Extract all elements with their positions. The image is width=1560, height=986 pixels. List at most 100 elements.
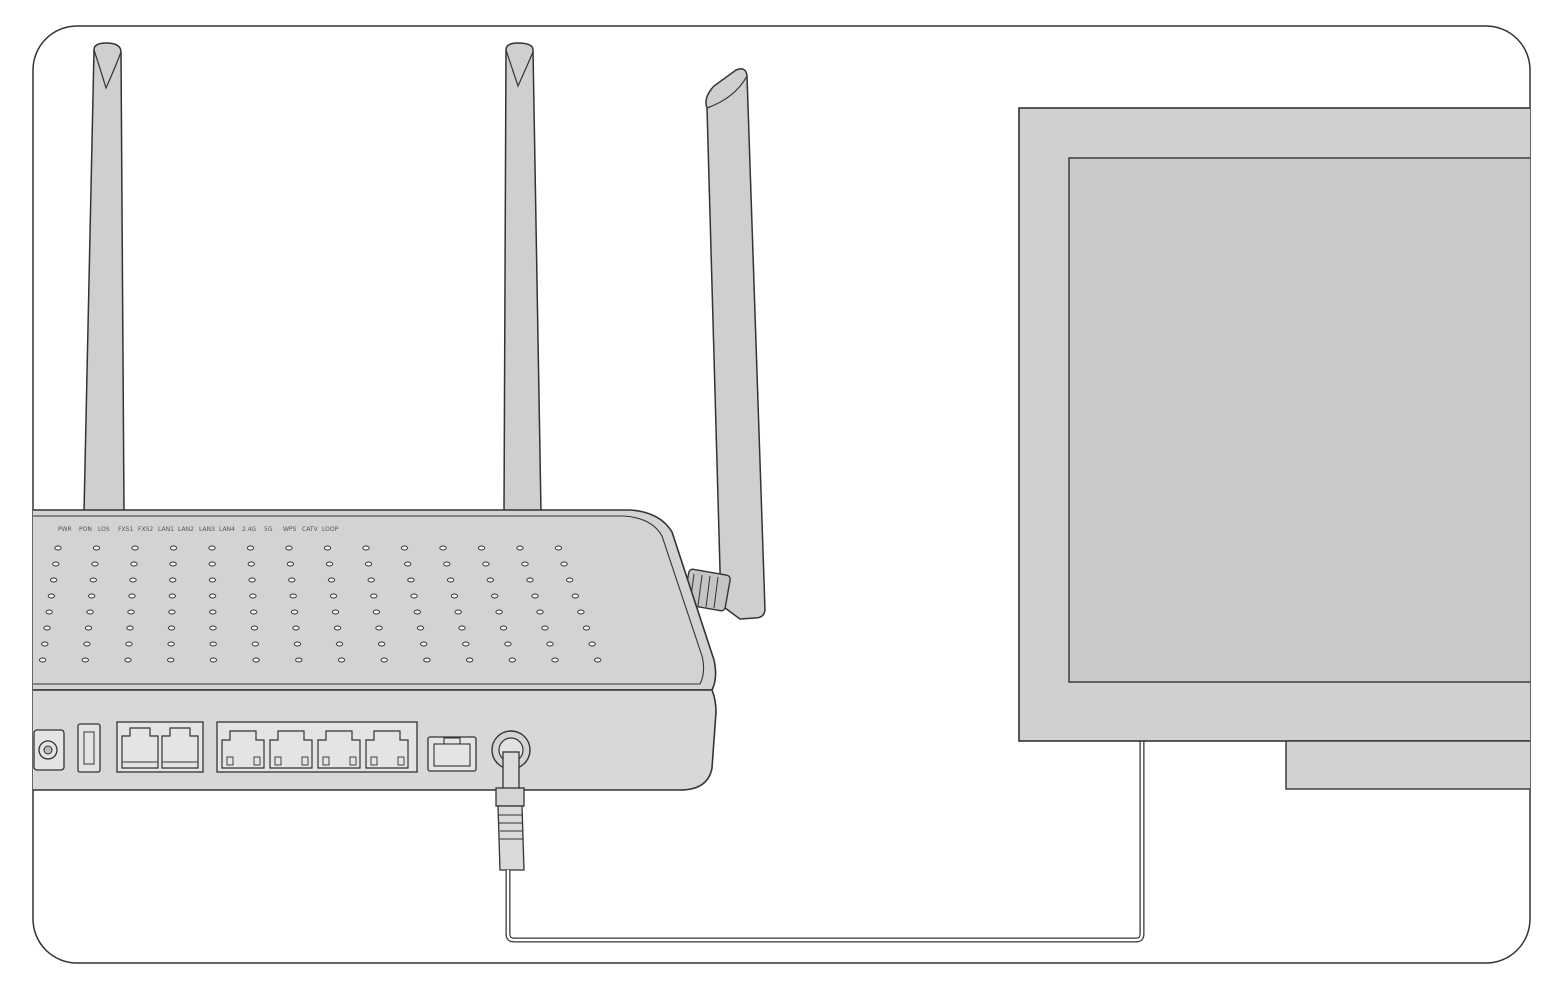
vent-hole [551,657,559,663]
vent-hole [288,577,296,583]
led-label: LAN3 [199,526,215,533]
vent-hole [404,561,412,567]
vent-hole [168,593,176,599]
led-label: FXS1 [118,526,133,533]
vent-hole [377,641,386,647]
vent-hole [169,577,177,583]
vent-hole [81,657,89,663]
vent-hole [285,545,293,551]
vent-hole [554,545,563,551]
vent-hole [167,641,175,647]
vent-hole [252,657,260,663]
vent-hole [43,625,51,631]
led-label: LAN4 [219,526,235,533]
vent-hole [129,577,137,583]
vent-hole [208,577,217,583]
vent-hole [125,641,133,647]
vent-hole [400,545,409,551]
vent-hole [482,561,490,567]
vent-hole [209,657,218,663]
vent-hole [89,577,97,583]
router: PWR PON LOS FXS1 FXS2 LAN1 LAN2 LAN3 LAN… [33,509,717,791]
vent-hole [362,545,370,551]
vent-hole [208,545,216,551]
vent-hole [370,593,378,599]
antenna-middle [503,42,542,513]
vent-hole [560,561,568,567]
vent-hole [52,561,60,567]
vent-hole [131,545,139,551]
vent-hole [246,545,255,551]
vent-hole [289,593,297,599]
vent-hole [124,657,132,663]
vent-hole [169,545,178,551]
vent-hole [516,545,524,551]
vent-hole [169,561,177,567]
vent-hole [588,641,596,647]
vent-hole [208,561,216,567]
led-label: PWR [58,526,72,533]
vent-hole [375,625,383,631]
vent-hole [416,625,425,631]
vent-hole [477,545,486,551]
vent-hole [423,657,431,663]
vent-hole [208,593,217,599]
vent-hole [325,561,334,567]
vent-hole [167,625,176,631]
rj11-port-icon [161,727,199,769]
led-label: LAN1 [158,526,174,533]
led-label: LOOP [322,526,339,533]
rj11-port-block [116,721,204,773]
vent-hole [594,657,602,663]
vent-hole [168,609,176,615]
vent-hole [546,641,554,647]
vent-hole [410,593,418,599]
vent-hole [499,625,508,631]
vent-hole [250,625,259,631]
vent-hole [450,593,459,599]
vent-hole [367,577,375,583]
vent-hole [454,609,462,615]
coax-connector [495,751,525,871]
vent-hole [86,609,94,615]
vent-hole [508,657,516,663]
vent-hole [249,593,257,599]
vent-hole [380,657,388,663]
vent-hole [295,657,303,663]
router-ports [33,721,531,773]
led-label: CATV [302,526,318,533]
vent-hole [462,641,470,647]
vent-hole [126,625,134,631]
antenna-right [683,68,766,620]
tv-stand [1285,740,1530,790]
vent-hole [458,625,466,631]
led-label: WPS [283,526,297,533]
vent-hole [91,561,99,567]
vent-hole [443,561,451,567]
tv-screen [1068,157,1530,683]
vent-hole [88,593,96,599]
vent-hole [446,577,455,583]
vent-hole [372,609,381,615]
vent-hole [38,657,47,663]
vent-hole [407,577,415,583]
vent-hole [41,641,49,647]
vent-hole [128,593,136,599]
vent-hole [486,577,494,583]
vent-hole [323,545,332,551]
vent-hole [251,641,259,647]
led-label: LAN2 [178,526,194,533]
vent-hole [209,609,217,615]
vent-hole [571,593,579,599]
vent-hole [495,609,503,615]
vent-hole [83,641,91,647]
vent-hole [504,641,512,647]
vent-hole [536,609,544,615]
vent-hole [209,625,217,631]
vent-hole [333,625,342,631]
vent-hole [84,625,93,631]
pon-port [427,736,477,772]
vent-hole [292,625,300,631]
